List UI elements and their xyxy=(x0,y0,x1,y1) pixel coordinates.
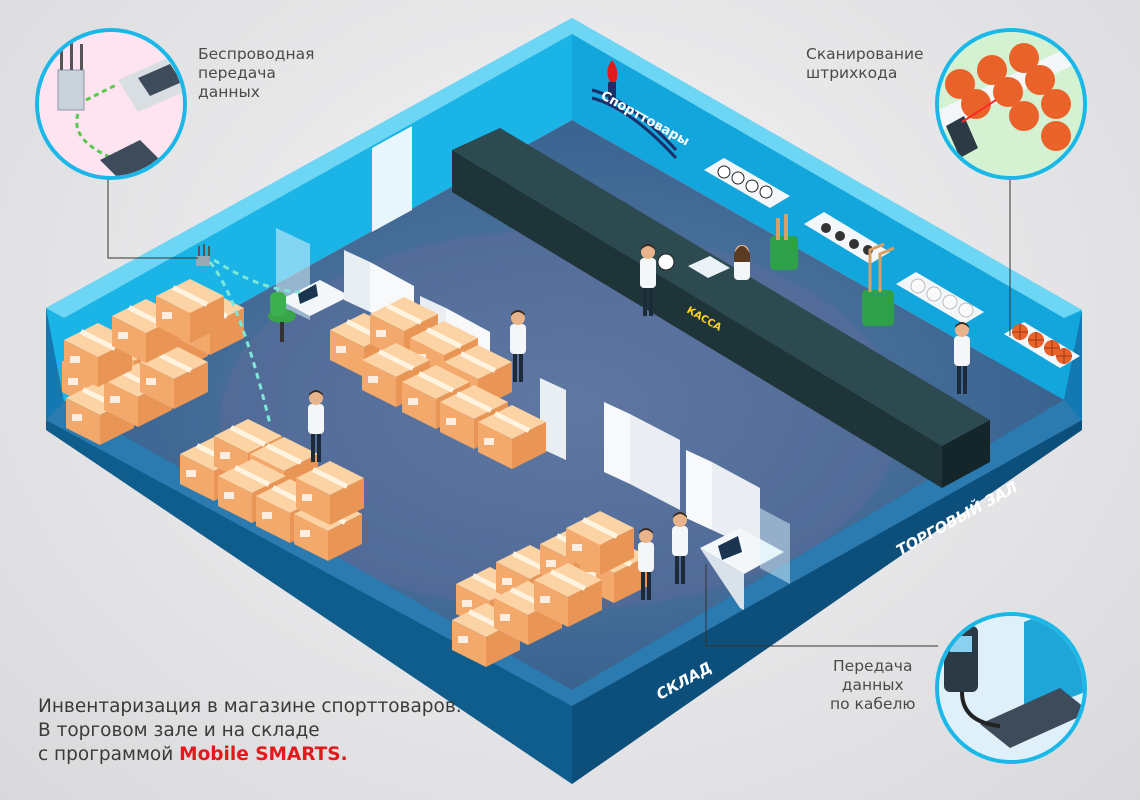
caption-line-3-prefix: с программой xyxy=(38,744,180,765)
callout-barcode-circle xyxy=(935,28,1087,180)
callout-cable-line: Передача xyxy=(833,657,913,675)
leader-cable xyxy=(705,564,938,647)
wall-partition-store xyxy=(540,378,566,460)
shelving-unit-b xyxy=(686,450,712,530)
caption-line-3: с программой Mobile SMARTS. xyxy=(38,743,462,767)
locker-1 xyxy=(344,250,370,312)
door xyxy=(372,126,412,232)
diagram-caption: Инвентаризация в магазине спорттоваров. … xyxy=(38,695,462,767)
callout-barcode-text: Сканирование штрихкода xyxy=(806,45,924,83)
office-desk xyxy=(280,280,350,316)
callout-cable-circle xyxy=(935,612,1087,764)
callout-cable-line: по кабелю xyxy=(830,695,916,713)
shelf-soccer-balls xyxy=(704,158,790,208)
wifi-router xyxy=(196,244,210,266)
callout-wireless-circle xyxy=(35,28,187,180)
laptop-cable xyxy=(718,536,742,560)
front-right-edge xyxy=(572,420,1082,784)
callout-cable-line: данных xyxy=(841,676,904,694)
callout-wireless-text: Беспроводная передача данных xyxy=(198,45,314,102)
bin-hockey-sticks xyxy=(862,242,895,326)
callout-cable-text: Передача данных по кабелю xyxy=(830,657,915,714)
wifi-signal-1 xyxy=(208,261,272,425)
callout-barcode-line: штрихкода xyxy=(806,64,898,82)
caption-line-1: Инвентаризация в магазине спорттоваров. xyxy=(38,696,462,717)
caption-line-2: В торговом зале и на складе xyxy=(38,720,320,741)
caption-brand: Mobile SMARTS. xyxy=(179,744,348,765)
laptop-office xyxy=(298,284,318,304)
cable-desk-front xyxy=(700,548,744,610)
callout-wireless-line: передача xyxy=(198,64,276,82)
callout-wireless-line: Беспроводная xyxy=(198,45,315,63)
office-chair xyxy=(268,292,296,342)
callout-barcode-line: Сканирование xyxy=(806,45,924,63)
bin-bats xyxy=(770,214,798,270)
front-left-edge xyxy=(46,420,572,784)
glass-partition-2 xyxy=(760,508,790,584)
cashier-counter xyxy=(452,128,990,488)
cashier-person xyxy=(734,245,750,280)
shelving-unit-a xyxy=(604,402,630,484)
shelving-unit-b-side xyxy=(712,462,760,552)
callout-wireless-line: данных xyxy=(198,83,260,101)
shelf-volleyballs xyxy=(896,272,984,324)
customer-ball xyxy=(657,253,675,271)
leader-wireless xyxy=(107,176,198,259)
shelf-basketballs xyxy=(1004,322,1080,368)
shelving-unit-a-side xyxy=(630,414,680,510)
cash-register xyxy=(688,256,730,278)
